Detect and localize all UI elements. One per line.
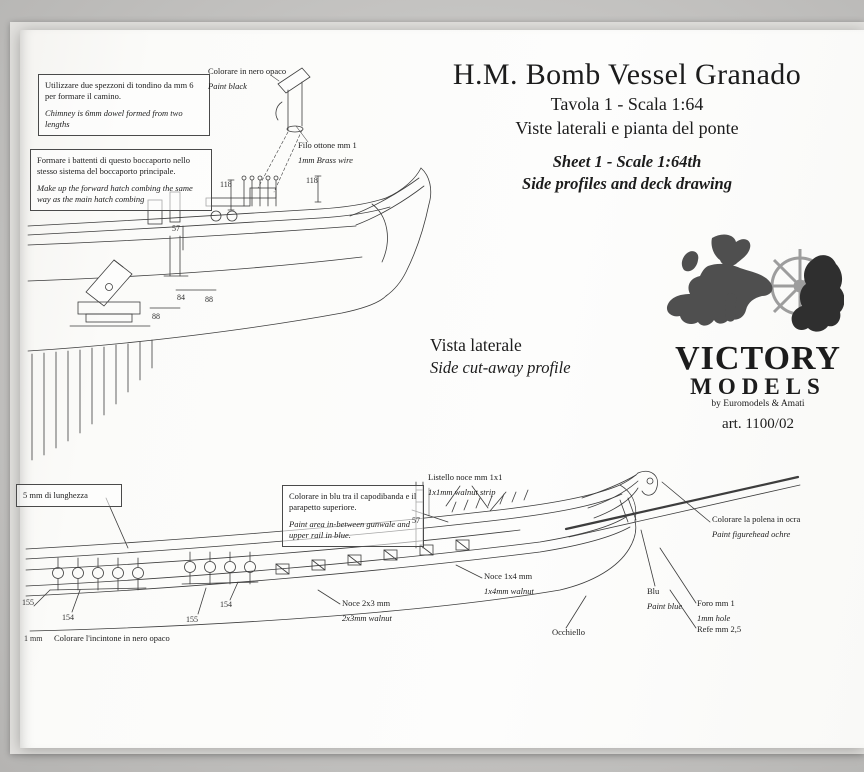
brass-wire-it: Filo ottone mm 1 (298, 140, 357, 150)
blue-band-note-it: Colorare in blu tra il capodibanda e il … (289, 491, 417, 513)
chimney-note-box: Utilizzare due spezzoni di tondino da mm… (38, 74, 210, 137)
dimension-label: 155 (186, 615, 198, 624)
sheet-subtitle-en-2: Side profiles and deck drawing (522, 174, 732, 193)
dimension-label: 154 (220, 600, 232, 609)
sheet-subtitle-it-1: Tavola 1 - Scala 1:64 (550, 94, 704, 114)
hatch-note-it: Formare i battenti di questo boccaporto … (37, 155, 190, 177)
deadeyes-fore (49, 557, 147, 591)
view-label-it: Vista laterale (430, 335, 522, 355)
blue-en: Paint blue (647, 600, 683, 611)
brand-block: VICTORY MODELS by Euromodels & Amati art… (660, 342, 856, 433)
eyelet-it: Occhiello (552, 627, 586, 637)
chimney-note-en: Chimney is 6mm dowel formed from two len… (45, 108, 183, 130)
brand-models: MODELS (690, 374, 826, 399)
brand-byline: by Euromodels & Amati (711, 399, 805, 410)
mortar-drawing (69, 259, 151, 327)
view-label-en: Side cut-away profile (430, 358, 571, 377)
walnut-strip-it: Listello noce mm 1x1 (428, 472, 503, 482)
timberheads (451, 489, 529, 513)
sheet-subtitle-en-1: Sheet 1 - Scale 1:64th (552, 152, 702, 171)
upper-profile-drawing (27, 67, 432, 461)
sheet-subtitle-it-2: Viste laterali e pianta del ponte (515, 118, 739, 138)
hatch-note-box: Formare i battenti di questo boccaporto … (30, 149, 212, 212)
dimension-label: 88 (152, 312, 160, 321)
hatch-note-en: Make up the forward hatch combing the sa… (37, 183, 193, 205)
paint-black-en: Paint black (208, 80, 247, 91)
chimney-note-it: Utilizzare due spezzoni di tondino da mm… (45, 80, 194, 102)
ship-line-drawing (25, 67, 801, 632)
length-note-box: 5 mm di lunghezza (16, 484, 122, 508)
walnut-1x4-callout: Noce 1x4 mm 1x4mm walnut (484, 571, 574, 596)
blue-callout: Blu Paint blue (647, 586, 707, 611)
hole-callout: Foro mm 1 1mm hole (697, 598, 767, 623)
chimney-drawing (249, 67, 311, 199)
walnut-1x4-it: Noce 1x4 mm (484, 571, 533, 581)
dimension-label: 57 (172, 224, 180, 233)
hole-en: 1mm hole (697, 612, 731, 623)
figurehead-scroll (646, 477, 654, 485)
length-note-it: 5 mm di lunghezza (23, 490, 88, 500)
dimension-label: 118 (306, 176, 318, 185)
blue-it: Blu (647, 586, 660, 596)
plan-sheet: Utilizzare due spezzoni di tondino da mm… (16, 30, 864, 748)
hull-frames (31, 339, 153, 461)
walnut-2x3-callout: Noce 2x3 mm 2x3mm walnut (342, 598, 432, 623)
thread-callout: Refe mm 2,5 (697, 624, 767, 635)
blue-band-note-en: Paint area in-between gunwale and upper … (289, 519, 411, 541)
sailor-figure (791, 255, 844, 332)
paint-black-callout: Colorare in nero opaco Paint black (208, 66, 300, 91)
view-label: Vista laterale Side cut-away profile (430, 335, 571, 378)
walnut-2x3-en: 2x3mm walnut (342, 612, 392, 623)
dimension-label: 155 (22, 598, 34, 607)
dimension-label: 154 (62, 613, 74, 622)
wale-black-it: Colorare l'incintone in nero opaco (54, 633, 170, 643)
one-mm-callout: 1 mm (24, 634, 43, 643)
brand-logo (666, 234, 844, 332)
walnut-strip-callout: Listello noce mm 1x1 1x1mm walnut strip (428, 472, 528, 497)
dimension-label: 88 (205, 295, 213, 304)
europe-map-silhouette (666, 234, 773, 326)
brand-art-number: art. 1100/02 (722, 416, 794, 433)
dimension-label: 118 (220, 180, 232, 189)
wale-black-callout: Colorare l'incintone in nero opaco (54, 633, 274, 644)
deadeyes-main (181, 551, 259, 585)
figurehead-it: Colorare la polena in ocra (712, 514, 801, 524)
blue-band-note-box: Colorare in blu tra il capodibanda e il … (282, 485, 424, 548)
brass-wire-en: 1mm Brass wire (298, 154, 353, 165)
upper-dimension-lines (149, 175, 322, 309)
thread-it: Refe mm 2,5 (697, 624, 742, 634)
walnut-2x3-it: Noce 2x3 mm (342, 598, 391, 608)
figurehead-callout: Colorare la polena in ocra Paint figureh… (712, 514, 832, 539)
sheet-title: H.M. Bomb Vessel Granado (452, 58, 802, 91)
eyelet-callout: Occhiello (552, 627, 612, 638)
brand-victory: VICTORY (675, 340, 841, 377)
walnut-strip-en: 1x1mm walnut strip (428, 486, 496, 497)
title-block: H.M. Bomb Vessel Granado Tavola 1 - Scal… (392, 58, 862, 194)
figurehead-en: Paint figurehead ochre (712, 528, 791, 539)
walnut-1x4-en: 1x4mm walnut (484, 585, 534, 596)
brass-wire-callout: Filo ottone mm 1 1mm Brass wire (298, 140, 382, 165)
dimension-label: 84 (177, 293, 185, 302)
gunports (275, 539, 470, 575)
dimension-label: 57 (412, 516, 420, 525)
bowsprit (564, 475, 800, 531)
hole-it: Foro mm 1 (697, 598, 735, 608)
paint-black-it: Colorare in nero opaco (208, 66, 287, 76)
